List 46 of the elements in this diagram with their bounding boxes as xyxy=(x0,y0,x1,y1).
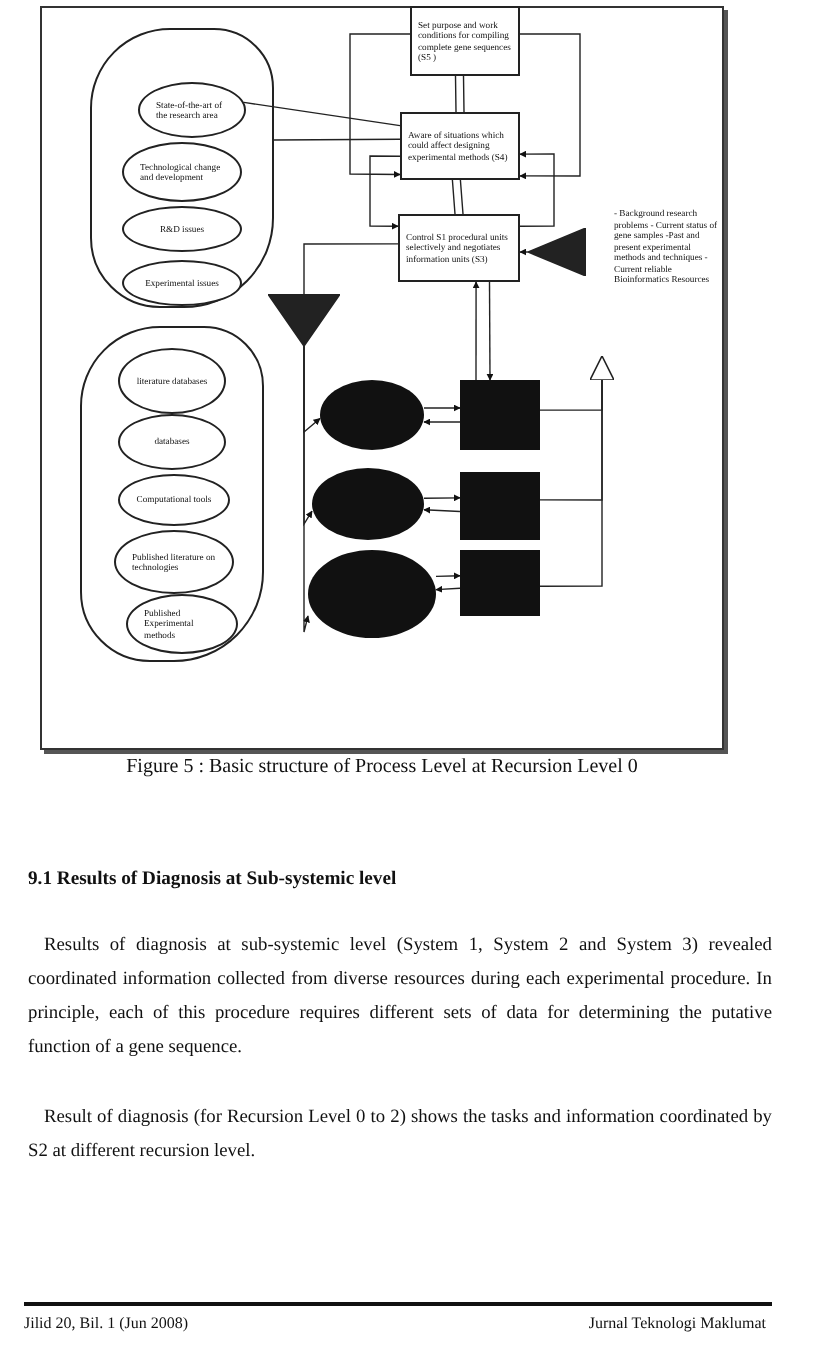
connector-line xyxy=(539,379,603,587)
footer-text: Jilid 20, Bil. 1 (Jun 2008) xyxy=(24,1314,189,1332)
connector-line xyxy=(243,101,401,127)
arrow xyxy=(519,150,555,227)
arrow xyxy=(519,248,529,256)
arrow xyxy=(472,281,480,381)
ellipse-node xyxy=(126,594,238,654)
arrow xyxy=(423,404,461,412)
connector-line xyxy=(454,75,465,113)
filled-ellipse xyxy=(320,380,424,450)
figure-caption: Figure 5 : Basic structure of Process Level at Recursion Level 0 xyxy=(124,756,640,778)
ellipse-node xyxy=(118,414,226,470)
connector-line xyxy=(303,243,399,295)
grouping-outline xyxy=(80,326,264,662)
grouping-outline xyxy=(90,28,274,308)
filled-ellipse xyxy=(308,550,436,638)
arrow xyxy=(435,572,461,580)
arrow xyxy=(423,418,461,426)
footer-text: Jurnal Teknologi Maklumat xyxy=(588,1314,766,1332)
filled-box xyxy=(460,472,540,540)
triangle xyxy=(268,294,340,346)
arrow xyxy=(435,585,461,593)
connector-line xyxy=(273,138,401,141)
arrow xyxy=(519,33,581,180)
ellipse-node xyxy=(138,82,246,138)
arrow xyxy=(349,33,411,178)
triangle xyxy=(528,228,586,276)
ellipse-node xyxy=(118,348,226,414)
arrow xyxy=(423,494,461,502)
process-box xyxy=(410,6,520,76)
paragraph: Results of diagnosis at sub-systemic level (System 1, System 2 and System 3) revealed coordinated information collected from diverse resources during each experimental procedure. In principle, each of this procedure requires different sets of data for determining the putative function of a gene sequence. xyxy=(28,934,772,1062)
section-heading: 9.1 Results of Diagnosis at Sub-systemic level xyxy=(28,868,399,890)
filled-box xyxy=(460,550,540,616)
arrow xyxy=(303,345,310,633)
triangle xyxy=(590,356,614,380)
arrow xyxy=(369,155,401,230)
filled-box xyxy=(460,380,540,450)
arrow xyxy=(486,281,494,381)
paragraph: Result of diagnosis (for Recursion Level 0 to 2) shows the tasks and information coordinated by S2 at different recursion level. xyxy=(28,1106,772,1166)
filled-ellipse xyxy=(312,468,424,540)
process-box xyxy=(400,112,520,180)
process-box xyxy=(398,214,520,282)
ellipse-node xyxy=(118,474,230,526)
connector-line xyxy=(451,179,464,215)
arrow xyxy=(423,506,461,514)
ellipse-node xyxy=(122,260,242,306)
